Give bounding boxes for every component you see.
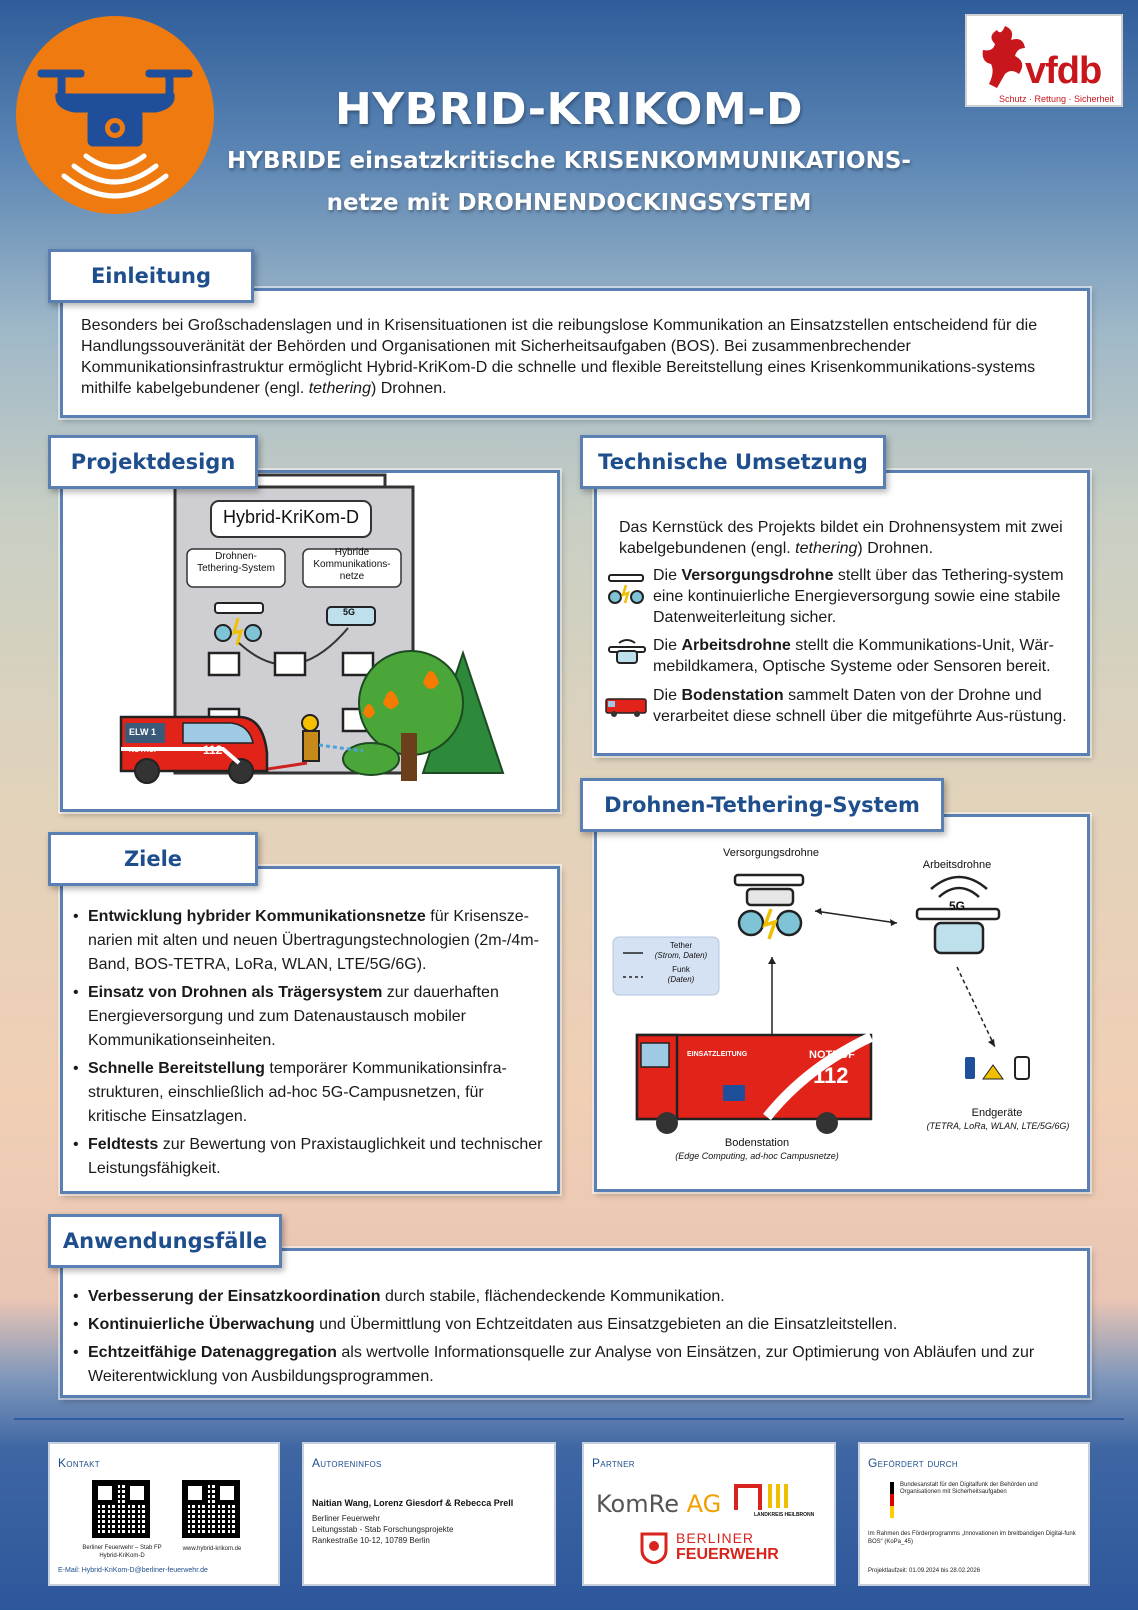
drone-icon xyxy=(37,69,193,199)
list-item: Einsatz von Drohnen als Trägersystem zur… xyxy=(73,981,543,1053)
ziele-heading: Ziele xyxy=(48,832,258,886)
author-names: Naitian Wang, Lorenz Giesdorf & Rebecca … xyxy=(312,1498,514,1508)
bf-crest-icon xyxy=(640,1532,668,1564)
truck-112: 112 xyxy=(813,1063,849,1088)
vfdb-logo: vfdb Schutz · Rettung · Sicherheit xyxy=(965,14,1123,107)
work-drone-icon xyxy=(608,639,646,664)
footer-kontakt-title: Kontakt xyxy=(58,1456,100,1470)
author-line1: Berliner Feuerwehr xyxy=(312,1514,381,1523)
german-flag-icon xyxy=(890,1482,894,1518)
footer-partner-title: Partner xyxy=(592,1456,635,1470)
projektdesign-heading: Projektdesign xyxy=(48,435,258,489)
anwendungsfaelle-heading: Anwendungsfälle xyxy=(48,1214,282,1268)
drone-badge: 5G xyxy=(343,607,356,617)
qr1-caption: Berliner Feuerwehr – Stab FP Hybrid-KriK… xyxy=(82,1545,162,1559)
einleitung-text: Besonders bei Großschadenslagen und in K… xyxy=(81,317,1038,397)
supply-drone-label: Versorgungsdrohne xyxy=(722,847,819,859)
supply-drone-icon xyxy=(608,574,644,604)
vehicle-label-notruf: NOTRUF xyxy=(129,747,159,754)
list-item: Echtzeitfähige Datenaggregation als wert… xyxy=(73,1341,1073,1389)
page-subtitle-line2: netze mit DROHNENDOCKINGSYSTEM xyxy=(326,190,812,216)
footer-gefoerdert-title: Gefördert durch xyxy=(868,1456,958,1470)
anwendungsfaelle-list: Verbesserung der Einsatzkoordination dur… xyxy=(73,1285,1073,1389)
dts-section: Versorgungsdrohne Arbeitsdrohne 5G Tethe… xyxy=(594,814,1090,1192)
technische-umsetzung-heading: Technische Umsetzung xyxy=(580,435,886,489)
vfdb-lion-icon xyxy=(982,26,1025,88)
dts-diagram xyxy=(612,873,1030,1134)
technische-intro: Das Kernstück des Projekts bildet ein Dr… xyxy=(619,519,1063,557)
agency-name: Bundesanstalt für den Digitalfunk der Be… xyxy=(900,1482,1038,1495)
footer-kontakt: Kontakt Berliner Feuerwehr – Stab FP Hyb… xyxy=(48,1442,280,1586)
footer-gefoerdert: Gefördert durch Bundesanstalt für den Di… xyxy=(858,1442,1090,1586)
legend-funk: Funk xyxy=(672,965,690,974)
project-illustration xyxy=(119,473,505,784)
qr-code-web xyxy=(182,1480,240,1538)
devices-sub: (TETRA, LoRa, WLAN, LTE/5G/6G) xyxy=(926,1121,1070,1131)
page-subtitle-line1: HYBRIDE einsatzkritische KRISENKOMMUNIKA… xyxy=(227,148,911,174)
list-item: Schnelle Bereitstellung temporärer Kommu… xyxy=(73,1057,543,1129)
footer-divider xyxy=(14,1418,1124,1420)
legend-tether-sub: (Strom, Daten) xyxy=(654,951,708,960)
drone-logo xyxy=(16,16,214,214)
work-drone-badge: 5G xyxy=(949,899,966,913)
legend-tether: Tether xyxy=(669,941,693,950)
tech-item-text: Die Versorgungsdrohne stellt über das Te… xyxy=(653,567,1064,626)
tech-item-text: Die Arbeitsdrohne stellt die Kommunikati… xyxy=(653,637,1054,675)
author-line3: Rankestraße 10-12, 10789 Berlin xyxy=(312,1536,430,1545)
ground-station-sub: (Edge Computing, ad-hoc Campusnetze) xyxy=(675,1151,839,1161)
vfdb-wordmark: vfdb xyxy=(1025,50,1102,92)
fire-truck-icon xyxy=(605,698,647,717)
vehicle-number: 112 xyxy=(203,743,223,757)
tech-item: Die Arbeitsdrohne stellt die Kommunikati… xyxy=(605,635,1081,677)
dts-heading: Drohnen-Tethering-System xyxy=(580,778,944,832)
ground-station-label: Bodenstation xyxy=(724,1137,790,1149)
einleitung-heading: Einleitung xyxy=(48,249,254,303)
partner-heilbronn-text: LANDKREIS HEILBRONN xyxy=(754,1512,815,1518)
truck-notruf: NOTRUF xyxy=(809,1049,855,1061)
devices-label: Endgeräte xyxy=(971,1107,1023,1119)
technische-umsetzung-section: Das Kernstück des Projekts bildet ein Dr… xyxy=(594,470,1090,756)
projektdesign-section: Hybrid-KriKom-D Drohnen-Tethering-System… xyxy=(60,470,560,812)
vfdb-tagline: Schutz · Rettung · Sicherheit xyxy=(999,94,1115,104)
bf-text-1: BERLINER xyxy=(676,1530,755,1546)
project-period: Projektlaufzeit: 01.09.2024 bis 28.02.20… xyxy=(868,1568,981,1574)
footer-autoren-title: Autoreninfos xyxy=(312,1456,382,1470)
page-title: HYBRID-KRIKOM-D xyxy=(334,84,804,135)
partner-komre-logo: KomRe AG xyxy=(596,1490,722,1518)
partner-heilbronn-logo: LANDKREIS HEILBRONN xyxy=(734,1484,822,1520)
anwendungsfaelle-section: Verbesserung der Einsatzkoordination dur… xyxy=(60,1248,1090,1398)
footer-autoren: Autoreninfos Naitian Wang, Lorenz Giesdo… xyxy=(302,1442,556,1586)
truck-label: EINSATZLEITUNG xyxy=(687,1051,748,1058)
footer-partner: Partner KomRe AG LANDKREIS HEILBRONN BER… xyxy=(582,1442,836,1586)
building-title: Hybrid-KriKom-D xyxy=(222,507,359,527)
tech-item: Die Versorgungsdrohne stellt über das Te… xyxy=(605,565,1081,628)
funding-program: Im Rahmen des Förderprogramms „Innovatio… xyxy=(868,1531,1076,1545)
einleitung-section: Besonders bei Großschadenslagen und in K… xyxy=(60,288,1090,418)
vehicle-label-elw: ELW 1 xyxy=(129,727,157,737)
bf-text-2: FEUERWEHR xyxy=(676,1546,779,1563)
qr-code-bf xyxy=(92,1480,150,1538)
partner-bf-logo: BERLINER FEUERWEHR xyxy=(640,1530,790,1570)
list-item: Feldtests zur Bewertung von Praxistaugli… xyxy=(73,1133,543,1181)
tech-item-text: Die Bodenstation sammelt Daten von der D… xyxy=(653,687,1067,725)
ziele-section: Entwicklung hybrider Kommunikationsnetze… xyxy=(60,866,560,1194)
list-item: Verbesserung der Einsatzkoordination dur… xyxy=(73,1285,1073,1309)
tech-item: Die Bodenstation sammelt Daten von der D… xyxy=(605,685,1081,727)
author-line2: Leitungsstab - Stab Forschungsprojekte xyxy=(312,1525,454,1534)
building-label-left: Drohnen-Tethering-System xyxy=(197,551,275,574)
ziele-list: Entwicklung hybrider Kommunikationsnetze… xyxy=(73,905,543,1181)
building-label-right: Hybride Kommunikations-netze xyxy=(313,547,391,582)
contact-email[interactable]: E-Mail: Hybrid-KriKom-D@berliner-feuerwe… xyxy=(58,1567,208,1574)
qr2-caption: www.hybrid-krikom.de xyxy=(182,1546,242,1552)
legend-funk-sub: (Daten) xyxy=(667,975,695,984)
list-item: Kontinuierliche Überwachung und Übermitt… xyxy=(73,1313,1073,1337)
work-drone-label: Arbeitsdrohne xyxy=(922,859,992,871)
list-item: Entwicklung hybrider Kommunikationsnetze… xyxy=(73,905,543,977)
